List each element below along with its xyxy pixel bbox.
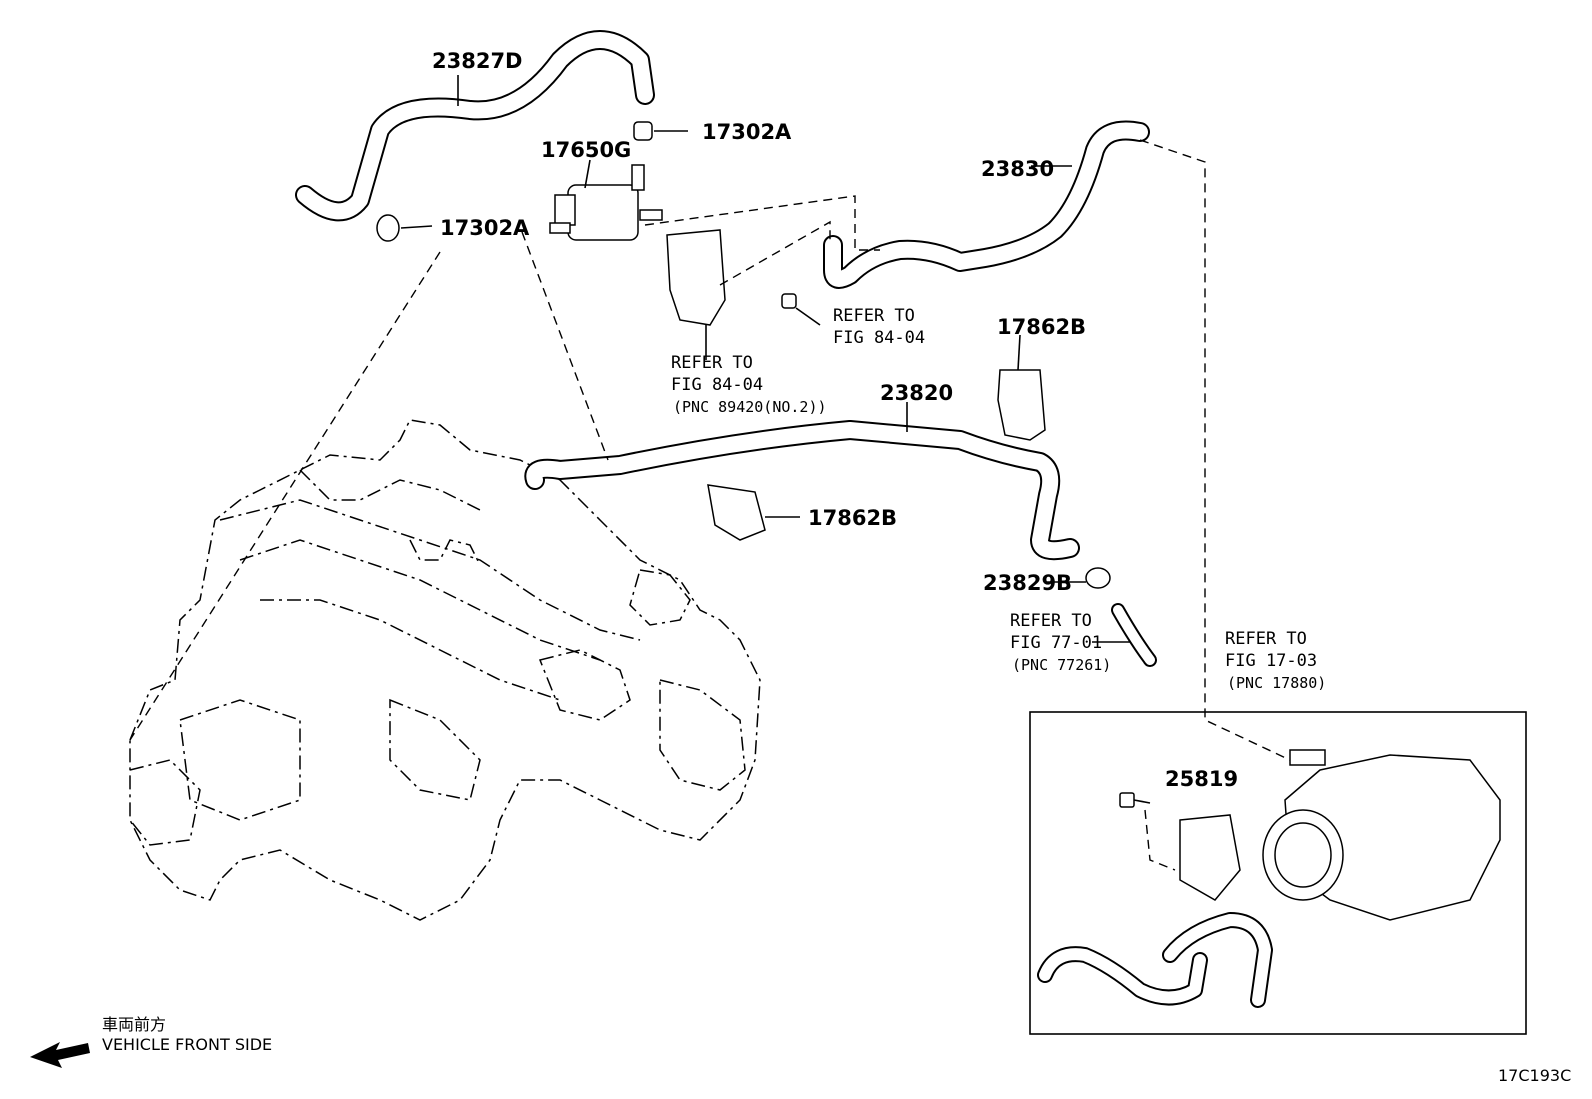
legend-english: VEHICLE FRONT SIDE bbox=[102, 1035, 272, 1054]
dashed-leaders bbox=[129, 139, 1291, 871]
engine-outline bbox=[129, 419, 761, 921]
ref-7701-line1: REFER TO bbox=[1010, 611, 1092, 631]
front-arrow-icon bbox=[30, 1042, 90, 1068]
bolt-84-04 bbox=[781, 293, 821, 326]
bracket-17862b-lower bbox=[707, 484, 800, 541]
label-23820: 23820 bbox=[880, 381, 953, 405]
ref-7701-line3: (PNC 77261) bbox=[1012, 656, 1111, 674]
ref-8404-b-line1: REFER TO bbox=[671, 353, 753, 373]
label-25819: 25819 bbox=[1165, 767, 1238, 791]
label-23830: 23830 bbox=[981, 157, 1054, 181]
ref-1703-line3: (PNC 17880) bbox=[1227, 674, 1326, 692]
hose-23830 bbox=[823, 120, 1150, 289]
ref-8404-b-line3: (PNC 89420(NO.2)) bbox=[673, 398, 827, 416]
label-17862b-upper: 17862B bbox=[997, 315, 1086, 339]
figure-code: 17C193C bbox=[1498, 1066, 1571, 1085]
vsv-17650g bbox=[549, 159, 663, 241]
hose-23820 bbox=[524, 402, 1080, 561]
clip-23829b bbox=[1045, 567, 1111, 589]
ref-1703-line1: REFER TO bbox=[1225, 629, 1307, 649]
clamp-top-17302a bbox=[633, 121, 688, 141]
label-17302a-left: 17302A bbox=[440, 216, 530, 240]
ref-8404-a-line2: FIG 84-04 bbox=[833, 328, 925, 348]
label-23829b: 23829B bbox=[983, 571, 1072, 595]
label-17650g: 17650G bbox=[541, 138, 631, 162]
hose-23827d bbox=[295, 30, 655, 222]
label-17302a-top: 17302A bbox=[702, 120, 792, 144]
ref-8404-b-line2: FIG 84-04 bbox=[671, 375, 763, 395]
inset-box bbox=[1029, 711, 1527, 1035]
legend-japanese: 車両前方 bbox=[102, 1015, 166, 1034]
hose-77-01 bbox=[1092, 603, 1157, 667]
ref-7701-line2: FIG 77-01 bbox=[1010, 633, 1102, 653]
label-23827d: 23827D bbox=[432, 49, 523, 73]
label-17862b-lower: 17862B bbox=[808, 506, 897, 530]
bracket-17862b-upper bbox=[997, 334, 1046, 441]
ref-1703-line2: FIG 17-03 bbox=[1225, 651, 1317, 671]
ref-8404-a-line1: REFER TO bbox=[833, 306, 915, 326]
bracket-assembly bbox=[666, 229, 726, 360]
clamp-left-17302a bbox=[376, 214, 433, 242]
